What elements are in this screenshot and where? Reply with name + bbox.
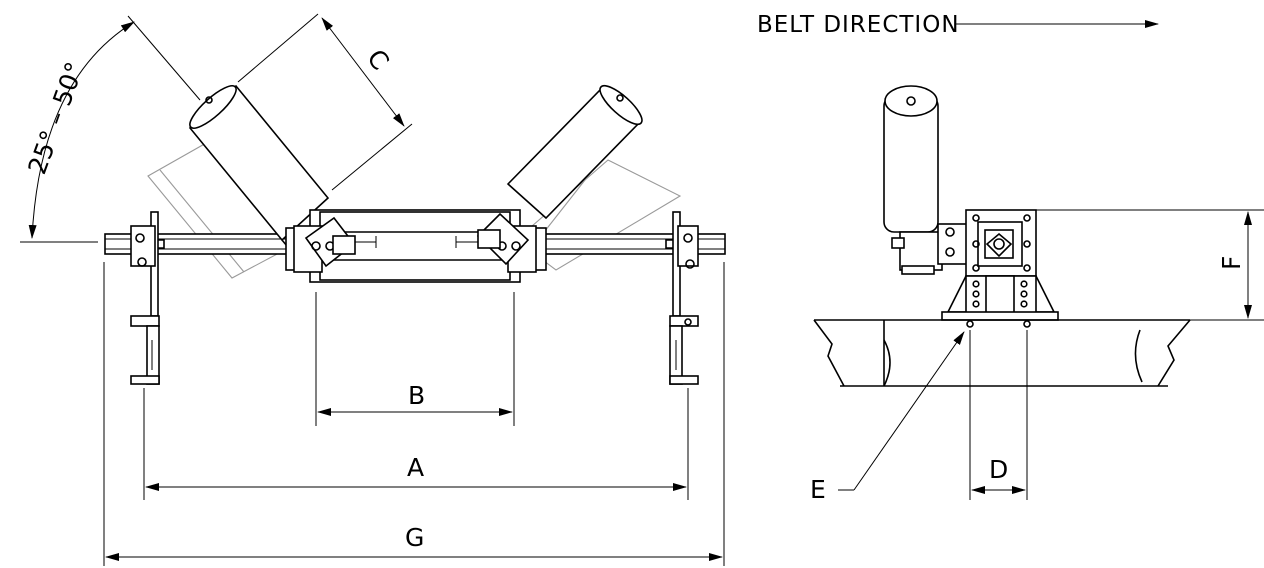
angle-label: 25° – 50° [22, 58, 89, 178]
d-label: D [989, 455, 1008, 484]
bracket-head [937, 209, 1037, 277]
angle-dimension: 25° – 50° [20, 15, 201, 243]
right-wing-roller [506, 84, 643, 220]
e-leader: E [810, 331, 965, 504]
left-stand [130, 211, 165, 385]
b-dimension: B [315, 292, 515, 426]
c-label: C [361, 44, 395, 76]
structure-beam [813, 319, 1191, 387]
e-label: E [810, 475, 826, 504]
a-dimension: A [143, 388, 689, 500]
g-label: G [405, 523, 424, 552]
right-inner-bracket [476, 212, 547, 273]
belt-direction-note: BELT DIRECTION [757, 12, 1159, 38]
g-dimension: G [103, 262, 725, 566]
b-label: B [408, 381, 425, 410]
left-wing-roller [188, 84, 330, 253]
d-dimension: D [969, 330, 1028, 500]
a-label: A [407, 453, 424, 482]
right-stand [665, 211, 699, 385]
f-dimension: F [1030, 209, 1264, 321]
front-view: 25° – 50° C B A G [20, 13, 726, 566]
f-label: F [1217, 256, 1246, 270]
vertical-roller [883, 85, 943, 275]
side-view: BELT DIRECTION [757, 12, 1264, 504]
belt-direction-label: BELT DIRECTION [757, 12, 960, 38]
support-post [946, 275, 1056, 317]
left-inner-bracket [285, 216, 356, 273]
